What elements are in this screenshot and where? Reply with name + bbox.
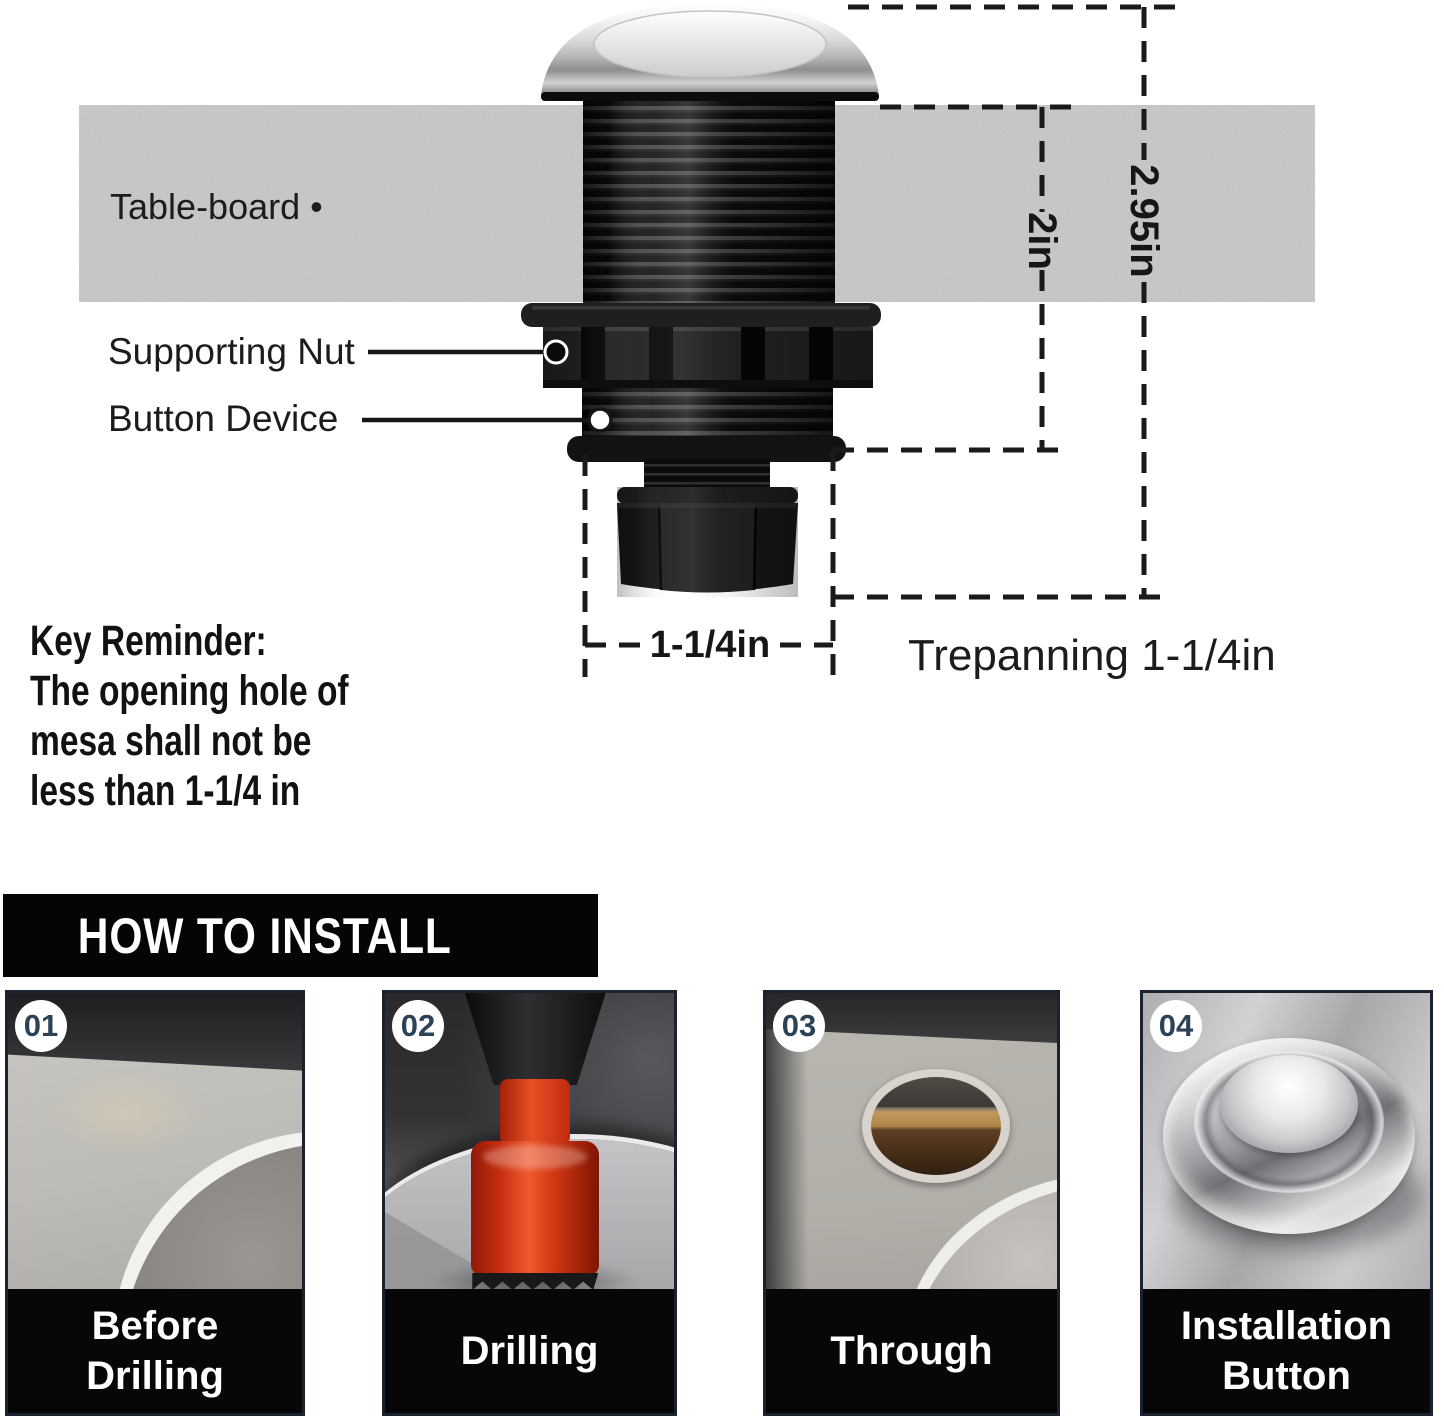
cap-top-face: [593, 10, 827, 78]
cap-underside-line: [541, 92, 879, 101]
step-caption-line: Through: [830, 1329, 993, 1373]
how-to-install-header: HOW TO INSTALL: [3, 894, 598, 977]
supporting-nut-label: Supporting Nut: [108, 331, 356, 372]
thread-end-lip: [567, 436, 846, 462]
install-step-panel-1: 01 Before Drilling: [5, 990, 305, 1416]
dim-width-value: 1-1/4in: [650, 624, 770, 666]
step-photo-installation-button: 04: [1143, 993, 1430, 1289]
supporting-nut: [521, 303, 881, 388]
step-number-badge: 03: [773, 1000, 825, 1052]
dim-2in-value: 2in: [1020, 212, 1064, 270]
step-number: 04: [1158, 1008, 1194, 1043]
install-step-panel-4: 04 Installation Button: [1140, 990, 1433, 1416]
red-hole-saw: [471, 1141, 600, 1275]
drilled-hole: [871, 1077, 1001, 1175]
install-step-panel-3: 03 Through: [763, 990, 1060, 1416]
step-caption: Drilling: [385, 1289, 674, 1413]
step-caption-line: Drilling: [460, 1329, 599, 1373]
key-reminder-line: The opening hole of: [30, 667, 349, 715]
button-device-drawing: [521, 3, 881, 597]
step-number: 02: [400, 1008, 436, 1043]
dimension-lines: [582, 4, 1180, 677]
step-photo-through: 03: [766, 993, 1057, 1289]
key-reminder-note: Key Reminder: The opening hole of mesa s…: [30, 616, 349, 816]
step-caption-line: Before: [91, 1304, 219, 1348]
trepanning-label: Trepanning 1-1/4in: [908, 631, 1276, 680]
table-board-label: Table-board •: [110, 186, 323, 227]
step-number: 01: [23, 1008, 59, 1043]
key-reminder-line: mesa shall not be: [30, 717, 312, 765]
dim-295in-value: 2.95in: [1122, 164, 1166, 277]
button-device-marker: [587, 407, 613, 433]
step-photo-drilling: 02: [385, 993, 674, 1289]
hex-nut: [617, 487, 798, 597]
key-reminder-line: Key Reminder:: [30, 617, 267, 665]
step-caption: Installation Button: [1143, 1289, 1430, 1413]
upper-threads: [583, 100, 835, 303]
button-device-label: Button Device: [108, 398, 338, 439]
step-photo-before-drilling: 01: [8, 993, 302, 1289]
step-number: 03: [781, 1008, 817, 1043]
how-to-install-title: HOW TO INSTALL: [77, 907, 452, 964]
key-reminder-line: less than 1-1/4 in: [30, 767, 301, 815]
step-number-badge: 01: [15, 1000, 67, 1052]
step-number-badge: 04: [1150, 1000, 1202, 1052]
hole-saw-highlight: [483, 1145, 588, 1169]
hole-saw-arbor: [500, 1079, 571, 1145]
step-number-badge: 02: [392, 1000, 444, 1052]
leader-lines: [362, 349, 587, 423]
installation-diagram: Table-board • Supporting Nut Button Devi…: [79, 3, 1315, 680]
surface-mark: [46, 1071, 206, 1156]
stem: [644, 459, 770, 489]
chrome-button-dome: [1220, 1055, 1358, 1153]
step-caption-line: Button: [1222, 1354, 1351, 1398]
supporting-nut-marker: [543, 339, 569, 365]
install-step-panel-2: 02 Drilling: [382, 990, 677, 1416]
step-caption-line: Installation: [1180, 1304, 1393, 1348]
step-caption: Before Drilling: [8, 1289, 302, 1413]
step-caption-line: Drilling: [86, 1354, 224, 1398]
lower-threads: [582, 388, 833, 438]
step-caption: Through: [766, 1289, 1057, 1413]
